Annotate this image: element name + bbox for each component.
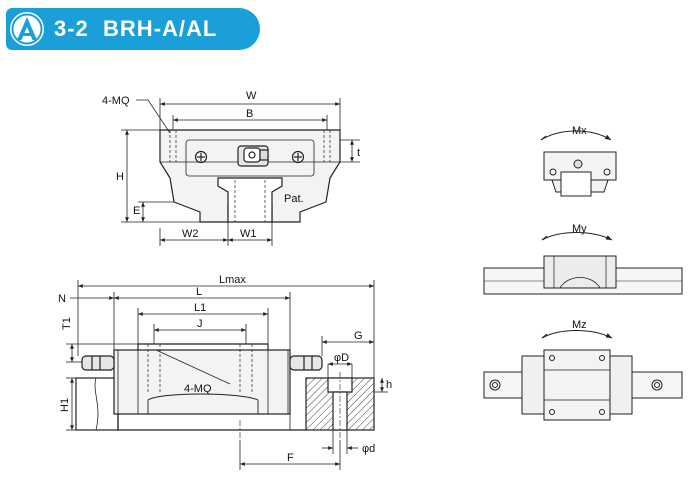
l1-label: L1 [194, 302, 206, 314]
n-label: N [58, 293, 66, 305]
mx-view [540, 130, 617, 197]
grease-nipple-right-icon [289, 355, 323, 371]
screw-right-icon [291, 150, 305, 164]
rail-offset-label: W2 [182, 228, 199, 240]
patent-label: Pat. [284, 193, 304, 205]
grease-nipple-icon [237, 145, 269, 167]
t1-label: T1 [61, 317, 73, 330]
h1-label: H1 [59, 398, 71, 412]
my-label: My [572, 223, 587, 235]
side-view [75, 343, 375, 440]
bore-label: φD [334, 352, 349, 364]
front-holes-label: 4-MQ [102, 95, 130, 107]
clearance-label: E [133, 205, 140, 217]
side-dimensions [66, 280, 388, 470]
l-label: L [196, 286, 202, 298]
rail-width-label: W1 [240, 228, 257, 240]
t-label: t [357, 147, 360, 159]
counterbore-depth-label: h [386, 379, 392, 391]
section-number: 3-2 [54, 16, 89, 41]
screw-left-icon [194, 150, 208, 164]
mz-label: Mz [572, 319, 587, 331]
length-label: Lmax [219, 274, 246, 286]
rail-front-outline [217, 177, 283, 223]
j-label: J [197, 318, 203, 330]
hole-label: φd [362, 443, 375, 455]
g-label: G [354, 330, 363, 342]
pitch-label: F [287, 452, 294, 464]
section-title: 3-2 BRH-A/AL [54, 16, 217, 42]
grease-nipple-left-icon [81, 355, 115, 371]
section-header: 3-2 BRH-A/AL [6, 8, 260, 50]
front-view [159, 129, 341, 223]
mx-label: Mx [572, 125, 587, 137]
front-dimensions [121, 98, 360, 246]
model-name: BRH-A/AL [103, 16, 218, 41]
width-label: W [246, 90, 257, 102]
my-view [483, 232, 683, 295]
compass-a-logo-icon [10, 12, 44, 46]
bolt-spacing-label: B [246, 108, 253, 120]
side-holes-label: 4-MQ [184, 383, 212, 395]
mz-view [483, 330, 683, 421]
height-label: H [116, 171, 124, 183]
